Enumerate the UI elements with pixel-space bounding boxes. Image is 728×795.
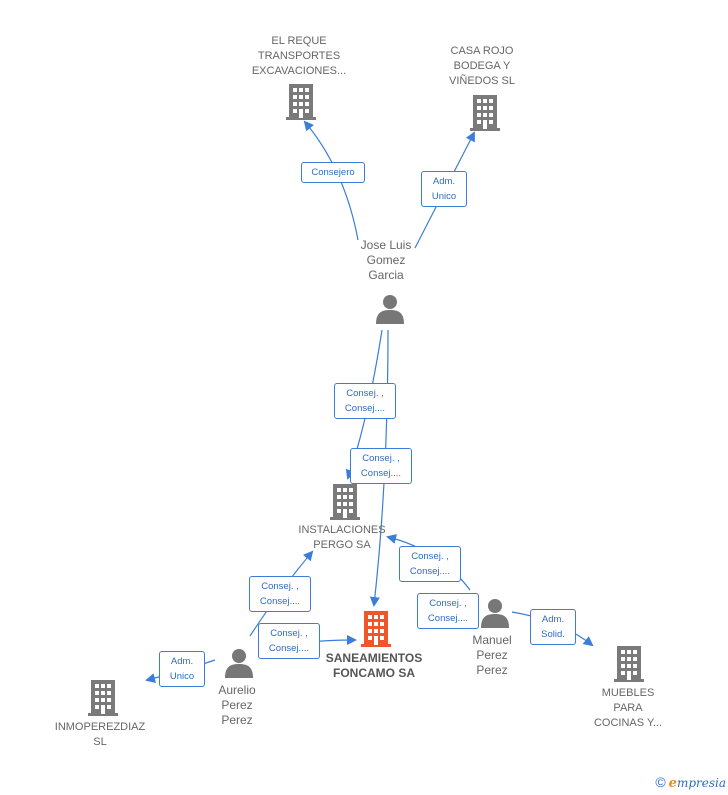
brand-footer: ©empresia bbox=[655, 774, 726, 791]
node-instalaciones-label[interactable]: INSTALACIONES PERGO SA bbox=[298, 524, 386, 551]
saneamientos-building-icon[interactable] bbox=[361, 611, 391, 647]
edge-label-consej-aurelio-a[interactable]: Consej. , Consej.... bbox=[249, 576, 311, 612]
edge-label-adm-solid[interactable]: Adm. Solid. bbox=[530, 609, 576, 645]
node-aurelio-label[interactable]: Aurelio Perez Perez bbox=[218, 683, 256, 727]
edge-label-consej-aurelio-b[interactable]: Consej. , Consej.... bbox=[258, 623, 320, 659]
node-manuel-label[interactable]: Manuel Perez Perez bbox=[472, 633, 512, 677]
edge-label-consej-manuel-a[interactable]: Consej. , Consej.... bbox=[399, 546, 461, 582]
aurelio-person-icon[interactable] bbox=[225, 649, 253, 678]
manuel-person-icon[interactable] bbox=[481, 599, 509, 628]
brand-logo-initial: e bbox=[668, 776, 677, 791]
casa-rojo-building-icon[interactable] bbox=[470, 95, 500, 131]
edge-label-adm-unico-inmoperezdiaz[interactable]: Adm. Unico bbox=[159, 651, 205, 687]
inmoperezdiaz-building-icon[interactable] bbox=[88, 680, 118, 716]
node-saneamientos-label[interactable]: SANEAMIENTOS FONCAMO SA bbox=[325, 651, 423, 680]
brand-logo-text: mpresia bbox=[676, 776, 726, 790]
node-casa-rojo-label[interactable]: CASA ROJO BODEGA Y VIÑEDOS SL bbox=[448, 45, 516, 87]
copyright-symbol: © bbox=[655, 774, 666, 790]
node-jose-luis-label[interactable]: Jose Luis Gomez Garcia bbox=[360, 238, 412, 282]
edge-label-consej-jose-b[interactable]: Consej. , Consej.... bbox=[350, 448, 412, 484]
edge-label-consej-manuel-b[interactable]: Consej. , Consej.... bbox=[417, 593, 479, 629]
edge-label-consej-jose-a[interactable]: Consej. , Consej.... bbox=[334, 383, 396, 419]
instalaciones-building-icon[interactable] bbox=[330, 484, 360, 520]
jose-luis-person-icon[interactable] bbox=[376, 295, 404, 324]
node-el-reque-label[interactable]: EL REQUE TRANSPORTES EXCAVACIONES... bbox=[251, 35, 347, 77]
muebles-building-icon[interactable] bbox=[614, 646, 644, 682]
edge-label-adm-unico-casa-rojo[interactable]: Adm. Unico bbox=[421, 171, 467, 207]
node-muebles-label[interactable]: MUEBLES PARA COCINAS Y... bbox=[593, 687, 663, 729]
el-reque-building-icon[interactable] bbox=[286, 84, 316, 120]
node-inmoperezdiaz-label[interactable]: INMOPEREZDIAZ SL bbox=[54, 721, 146, 748]
edge-label-consejero[interactable]: Consejero bbox=[301, 162, 365, 183]
